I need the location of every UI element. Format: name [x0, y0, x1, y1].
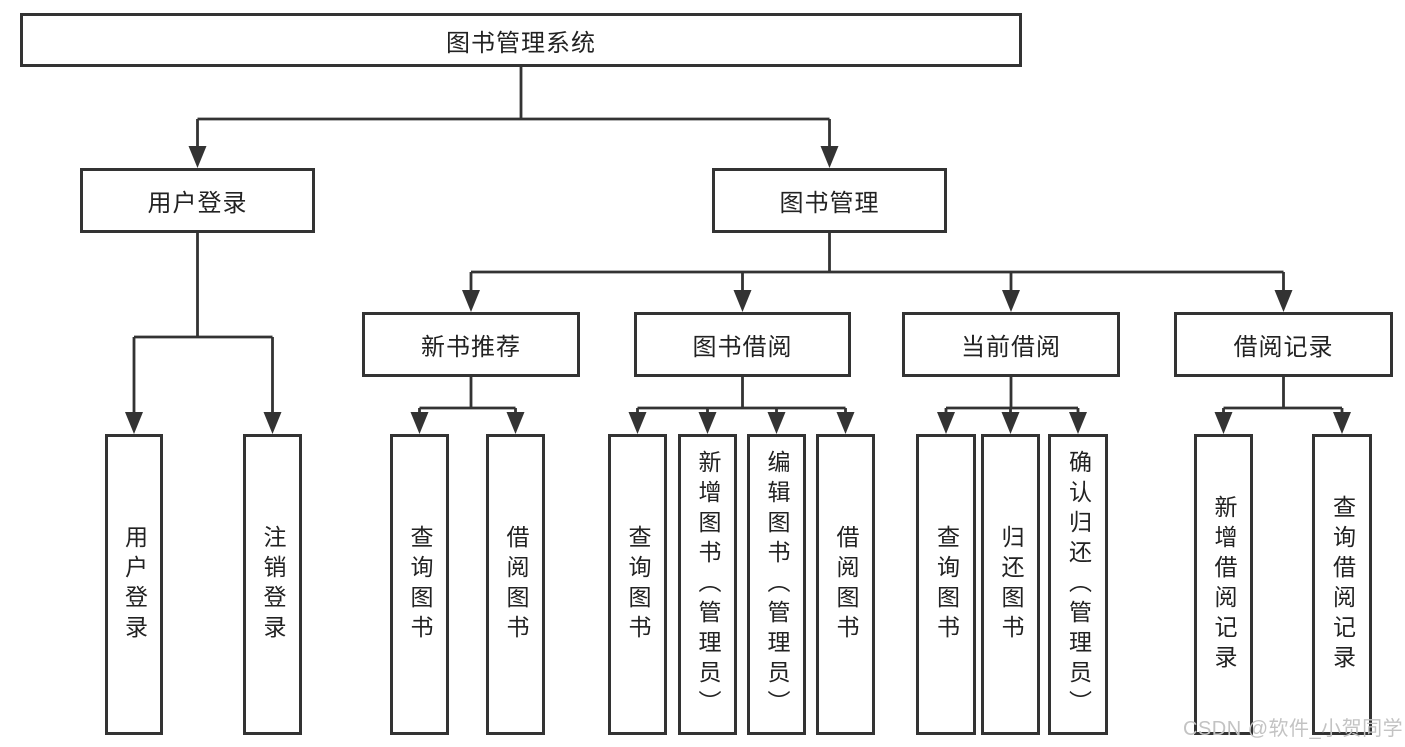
leaf-record-query-borrow-record: 查询借阅记录	[1312, 434, 1372, 735]
leaf-label: 确认归还（管理员）	[1065, 449, 1092, 720]
node-label: 新书推荐	[421, 334, 521, 361]
leaf-label: 新增图书（管理员）	[695, 449, 721, 720]
leaf-label: 查询图书	[407, 524, 433, 645]
leaf-user-login: 用户登录	[105, 434, 163, 735]
node-label: 图书管理	[779, 190, 880, 217]
leaf-logout: 注销登录	[243, 434, 302, 735]
node-label: 借阅记录	[1233, 334, 1334, 361]
leaf-label: 注销登录	[260, 524, 286, 645]
node-label: 图书管理系统	[446, 29, 596, 57]
node-label: 用户登录	[147, 190, 248, 217]
leaf-borrow-query-books: 查询图书	[608, 434, 667, 735]
leaf-label: 编辑图书（管理员）	[764, 449, 790, 720]
node-user-login: 用户登录	[80, 168, 315, 233]
node-book-management: 图书管理	[712, 168, 947, 233]
leaf-label: 借阅图书	[503, 524, 529, 645]
leaf-newbook-query-books: 查询图书	[390, 434, 449, 735]
leaf-label: 用户登录	[121, 524, 148, 645]
leaf-label: 归还图书	[998, 524, 1024, 645]
leaf-current-confirm-return-admin: 确认归还（管理员）	[1048, 434, 1108, 735]
connector-segments	[132, 67, 1344, 414]
leaf-label: 借阅图书	[833, 524, 859, 645]
leaf-newbook-borrow-books: 借阅图书	[486, 434, 545, 735]
node-book-borrowing: 图书借阅	[634, 312, 851, 377]
watermark: CSDN @软件_小贺同学	[1183, 718, 1404, 740]
arrowheads	[125, 146, 1351, 434]
node-label: 当前借阅	[961, 334, 1061, 361]
leaf-current-query-books: 查询图书	[916, 434, 976, 735]
leaf-borrow-edit-books-admin: 编辑图书（管理员）	[747, 434, 806, 735]
leaf-record-add-borrow-record: 新增借阅记录	[1194, 434, 1253, 735]
leaf-borrow-borrow-books: 借阅图书	[816, 434, 875, 735]
node-borrowing-records: 借阅记录	[1174, 312, 1393, 377]
leaf-label: 查询图书	[933, 524, 960, 645]
node-current-borrowing: 当前借阅	[902, 312, 1120, 377]
node-library-management-system: 图书管理系统	[20, 13, 1022, 67]
leaf-borrow-add-books-admin: 新增图书（管理员）	[678, 434, 737, 735]
leaf-label: 查询借阅记录	[1329, 494, 1356, 675]
leaf-label: 查询图书	[625, 524, 651, 645]
leaf-label: 新增借阅记录	[1211, 494, 1237, 675]
node-label: 图书借阅	[692, 334, 793, 361]
node-new-book-recommendation: 新书推荐	[362, 312, 580, 377]
leaf-current-return-books: 归还图书	[981, 434, 1040, 735]
